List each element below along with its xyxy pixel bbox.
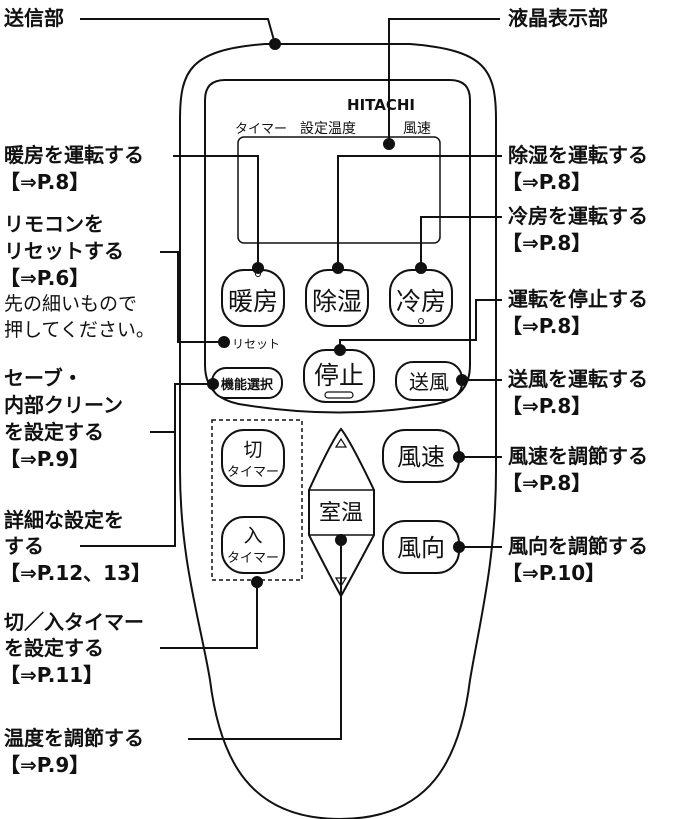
label-louver: 風向を調節する	[508, 534, 648, 558]
label-fan-mode-page: 【⇒P.8】	[502, 394, 592, 418]
svg-text:リセット: リセット	[232, 337, 280, 351]
label-heat: 暖房を運転する	[4, 143, 144, 167]
label-lcd: 液晶表示部	[508, 6, 608, 30]
temp-up-icon[interactable]	[334, 437, 348, 448]
label-reset-note-2: 押してください。	[4, 319, 155, 341]
svg-text:機能選択: 機能選択	[221, 377, 274, 393]
label-reset-note-1: 先の細いもので	[4, 293, 138, 315]
label-detail-1: 詳細な設定を	[4, 508, 124, 532]
heat-button[interactable]: 暖房	[221, 269, 285, 327]
label-save-3: を設定する	[4, 420, 104, 444]
brand-logo: HITACHI	[347, 96, 415, 114]
svg-text:タイマー: タイマー	[227, 551, 279, 566]
svg-text:除湿: 除湿	[312, 287, 362, 316]
label-temp: 温度を調節する	[4, 726, 144, 750]
svg-text:入: 入	[243, 525, 262, 547]
svg-text:切: 切	[243, 439, 262, 461]
label-save-1: セーブ・	[4, 366, 83, 390]
svg-text:冷房: 冷房	[396, 287, 446, 316]
label-timer-2: を設定する	[4, 636, 104, 660]
fan-mode-button[interactable]: 送風	[395, 361, 463, 401]
label-reset-2: リセットする	[4, 239, 124, 263]
svg-text:暖房: 暖房	[228, 287, 278, 316]
label-reset-page: 【⇒P.6】	[0, 266, 90, 290]
lcd-label-temp: 設定温度	[300, 121, 356, 137]
off-timer-button[interactable]: 切 タイマー	[221, 429, 285, 487]
lcd-label-timer: タイマー	[235, 122, 287, 137]
svg-text:室温: 室温	[319, 501, 363, 526]
label-fan-speed: 風速を調節する	[508, 444, 648, 468]
svg-text:送風: 送風	[409, 370, 449, 394]
cool-button[interactable]: 冷房	[389, 269, 453, 327]
label-transmitter: 送信部	[4, 6, 64, 30]
label-detail-2: する	[4, 534, 44, 558]
svg-text:風向: 風向	[397, 534, 445, 562]
svg-text:停止: 停止	[314, 361, 364, 390]
on-timer-button[interactable]: 入 タイマー	[221, 516, 285, 574]
lcd-label-fan: 風速	[403, 121, 431, 137]
label-louver-page: 【⇒P.10】	[502, 561, 606, 585]
label-detail-page: 【⇒P.12、13】	[0, 561, 152, 585]
fan-speed-button[interactable]: 風速	[382, 429, 460, 483]
control-panel	[204, 79, 471, 414]
label-timer-1: 切／入タイマー	[4, 610, 144, 634]
label-fan-speed-page: 【⇒P.8】	[502, 471, 592, 495]
label-cool: 冷房を運転する	[508, 204, 648, 228]
leader-lines	[80, 18, 502, 740]
label-timer-page: 【⇒P.11】	[0, 663, 104, 687]
label-dehumid: 除湿を運転する	[508, 143, 648, 167]
label-stop-page: 【⇒P.8】	[502, 314, 592, 338]
label-fan-mode: 送風を運転する	[508, 367, 648, 391]
label-temp-page: 【⇒P.9】	[0, 753, 90, 777]
label-save-page: 【⇒P.9】	[0, 447, 90, 471]
label-save-2: 内部クリーン	[4, 393, 123, 417]
svg-text:風速: 風速	[397, 443, 445, 471]
temperature-rocker[interactable]: 室温	[308, 427, 375, 599]
dehumid-button[interactable]: 除湿	[305, 269, 369, 327]
svg-text:タイマー: タイマー	[227, 465, 279, 480]
label-cool-page: 【⇒P.8】	[502, 231, 592, 255]
label-reset-1: リモコンを	[4, 212, 104, 236]
label-dehumid-page: 【⇒P.8】	[502, 170, 592, 194]
function-select-button[interactable]: 機能選択	[211, 367, 283, 399]
label-stop: 運転を停止する	[508, 287, 648, 311]
stop-button[interactable]: 停止	[303, 349, 375, 403]
louver-button[interactable]: 風向	[382, 520, 460, 574]
label-heat-page: 【⇒P.8】	[0, 170, 90, 194]
